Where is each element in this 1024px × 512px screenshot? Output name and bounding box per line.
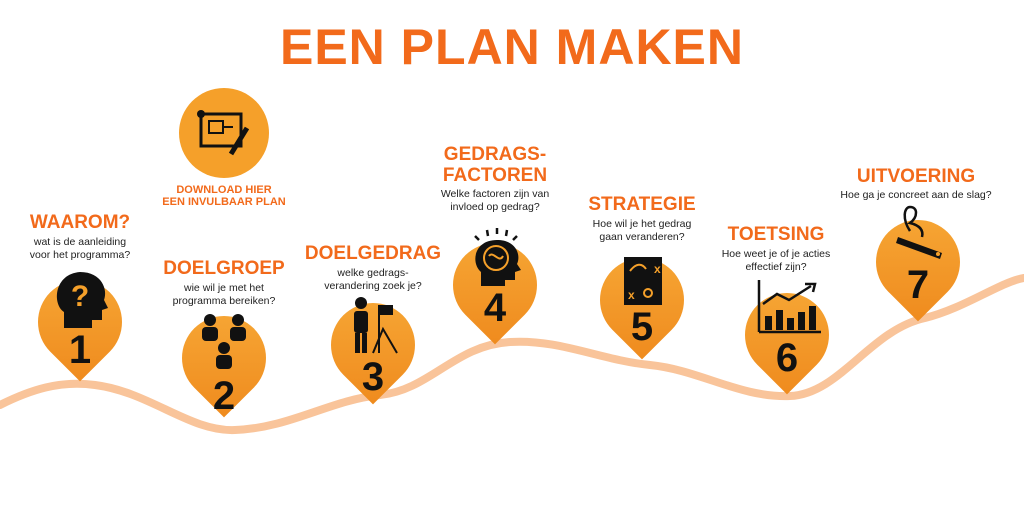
person-target-icon [354,297,398,354]
download-plan-button[interactable] [179,88,269,178]
desc-line: welke gedrags- [337,267,409,279]
desc-line: verandering zoek je? [324,280,422,292]
step-number: 4 [483,286,507,330]
step-number: 5 [630,305,654,349]
step-heading: WAAROM? [29,212,131,233]
pencil-scribble-icon [896,205,942,259]
desc-line: Hoe ga je concreet aan de slag? [840,189,992,201]
step-desc: welke gedrags-verandering zoek je? [324,267,421,293]
heading-line: GEDRAGS- [443,144,547,165]
desc-line: gaan veranderen? [599,231,685,243]
desc-line: programma bereiken? [172,295,276,307]
page-title: EEN PLAN MAKEN [279,19,745,75]
head-question-icon: ? [56,272,108,328]
step-heading: TOETSING [727,224,825,245]
desc-line: wat is de aanleiding [33,236,127,248]
svg-text:?: ? [71,280,89,313]
strategy-board-icon: x x [624,257,662,305]
desc-line: invloed op gedrag? [450,201,540,213]
desc-line: effectief zijn? [745,261,807,273]
step-heading: UITVOERING [856,166,976,187]
step-heading: STRATEGIE [588,194,696,215]
step-heading: GEDRAGS-FACTOREN [443,144,547,186]
step-number: 7 [906,263,930,307]
download-line2[interactable]: EEN INVULBAAR PLAN [162,196,286,208]
step-heading: DOELGROEP [163,258,285,279]
blueprint-pencil-icon [197,110,250,156]
step-number: 2 [212,374,236,418]
download-plan-link[interactable]: DOWNLOAD HIER EEN INVULBAAR PLAN [162,184,285,208]
step-number: 3 [361,355,385,399]
heading-line: FACTOREN [442,165,548,186]
desc-line: voor het programma? [29,249,131,261]
desc-line: wie wil je met het [184,282,264,294]
step-number: 1 [68,328,92,372]
svg-text:x: x [628,288,635,302]
desc-line: Welke factoren zijn van [440,188,550,200]
desc-line: Hoe weet je of je acties [721,248,831,260]
step-number: 6 [775,336,799,380]
step-heading: DOELGEDRAG [304,243,442,264]
svg-text:x: x [654,262,661,276]
bar-chart-growth-icon [757,280,821,334]
desc-line: Hoe wil je het gedrag [592,218,692,230]
download-line1[interactable]: DOWNLOAD HIER [176,184,272,196]
people-group-icon [202,314,246,369]
brain-head-icon [474,228,521,286]
step-desc: Hoe ga je concreet aan de slag? [840,189,991,202]
